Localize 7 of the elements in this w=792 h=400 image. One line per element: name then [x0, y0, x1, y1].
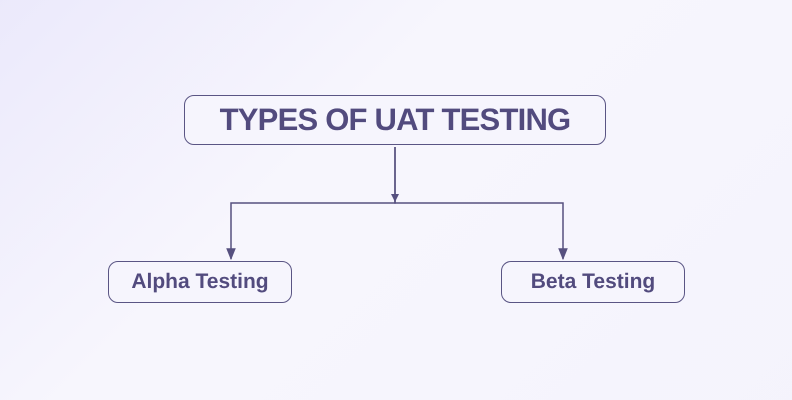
- node-title: Alpha Testing: [131, 269, 269, 296]
- label-box: [184, 95, 606, 145]
- node-title: Beta Testing: [530, 269, 656, 296]
- arrow: [394, 147, 568, 260]
- node-title: TYPES OF UAT TESTING: [220, 100, 570, 139]
- label-box: [501, 261, 685, 303]
- label-box: [108, 261, 292, 303]
